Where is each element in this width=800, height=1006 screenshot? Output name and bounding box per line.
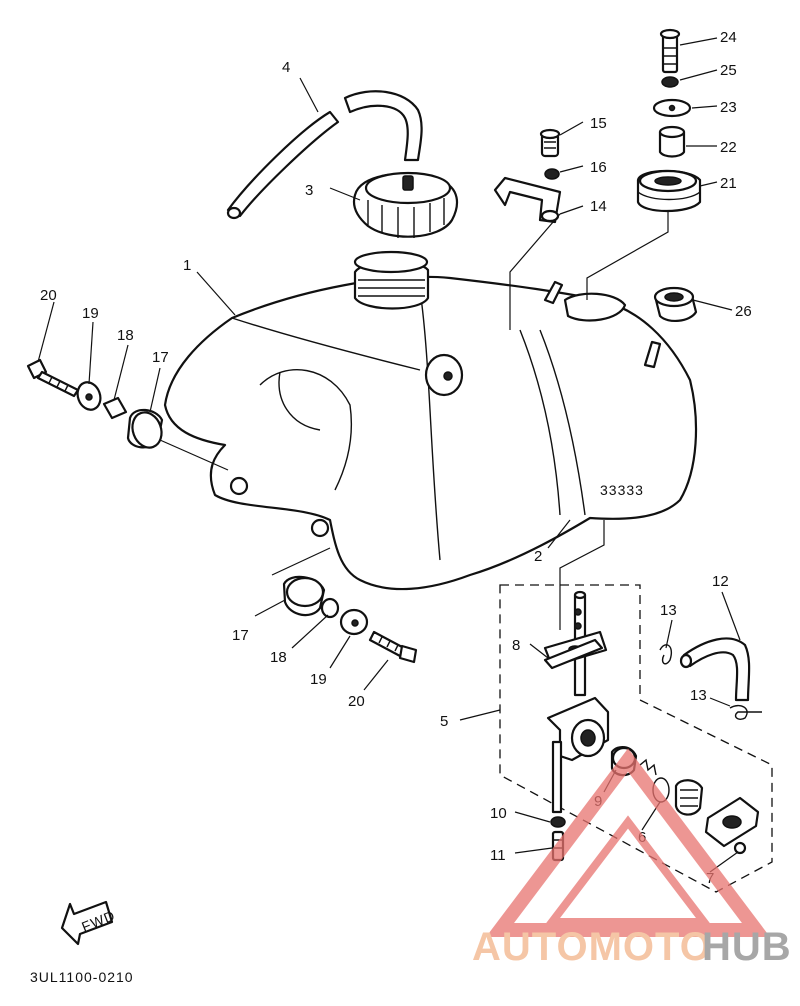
callout-18-upper: 18 [117,327,134,344]
drawing-code: 3UL1100-0210 [30,969,134,985]
tank-grommet [653,286,698,322]
fuel-cock-assembly [499,584,773,893]
callout-23: 23 [720,99,737,116]
callout-11: 11 [490,847,506,864]
fuel-tank: 33333 [163,250,698,591]
watermark-triangle-icon [485,748,771,937]
callout-17-upper: 17 [152,349,169,366]
callout-22: 22 [720,139,737,156]
callout-13-lower: 13 [690,687,707,704]
callout-24: 24 [720,29,737,46]
callout-1: 1 [183,257,191,274]
watermark-text-hub: HUB [702,925,792,969]
callout-26: 26 [735,303,752,320]
callout-2: 2 [534,548,542,565]
callout-8: 8 [512,637,520,654]
callout-17-lower: 17 [232,627,249,644]
watermark-triangle-inner-icon [543,815,713,926]
callout-15: 15 [590,115,607,132]
callout-13-upper: 13 [660,602,677,619]
callout-12: 12 [712,573,729,590]
left-mount-parts [26,358,229,471]
watermark-text-automoto: AUTOMOTO [472,925,712,969]
callout-20-lower: 20 [348,693,365,710]
callout-4: 4 [282,59,290,76]
callout-20-upper: 20 [40,287,57,304]
callout-21: 21 [720,175,737,192]
callout-3: 3 [305,182,313,199]
callout-19-upper: 19 [82,305,99,322]
fuel-hose-lower [659,637,762,721]
fuel-hose [226,90,423,220]
callout-14: 14 [590,198,607,215]
tank-bracket [493,128,562,224]
rear-mount-stack [636,28,702,212]
callout-5: 5 [440,713,448,730]
watermark: AUTOMOTO HUB [472,748,792,969]
callout-18-lower: 18 [270,649,287,666]
lower-mount-parts [271,547,418,664]
callout-19-lower: 19 [310,671,327,688]
fuel-cock-gasket [543,608,604,670]
callout-10: 10 [490,805,507,822]
fuel-cap [352,171,459,238]
tank-stamp: 33333 [600,482,644,498]
fwd-arrow: FWD [60,900,118,946]
callout-16: 16 [590,159,607,176]
callout-25: 25 [720,62,737,79]
